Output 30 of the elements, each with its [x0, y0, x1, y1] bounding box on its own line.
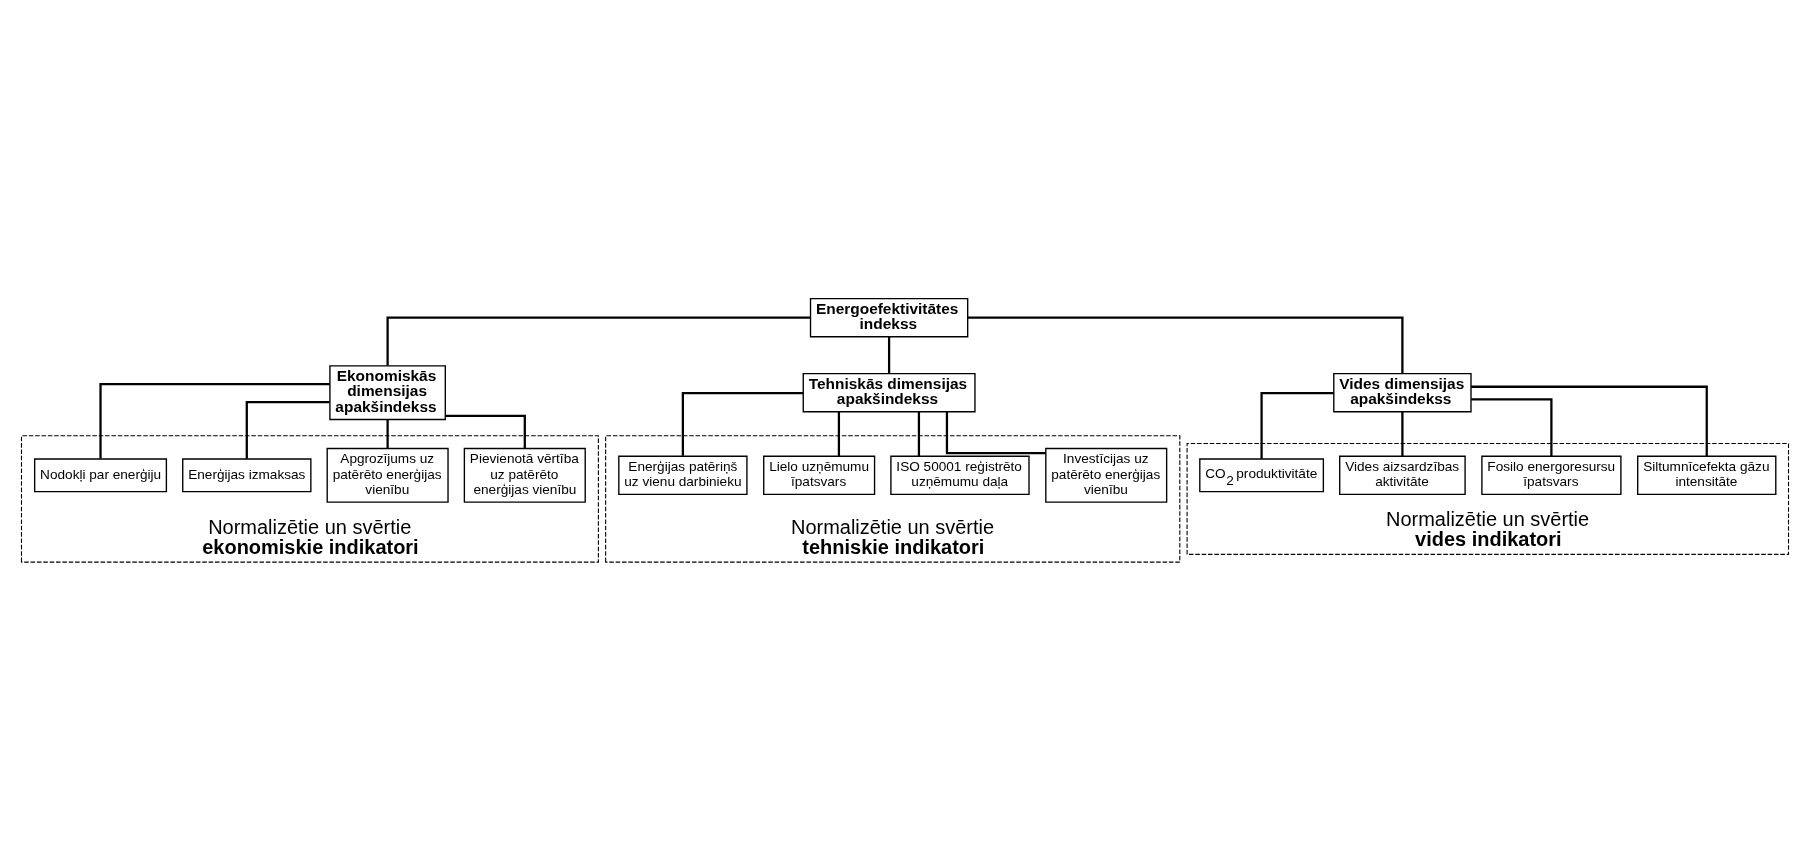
node-box: Vides dimensijas apakšindekss	[1333, 372, 1472, 412]
connector	[887, 336, 891, 373]
node-box: Apgrozījums uz patērēto enerģijas vienību	[326, 447, 449, 503]
node-box: Energoefektivitātes indekss	[809, 297, 969, 337]
node-box: Fosilo energoresursu īpatsvars	[1481, 455, 1622, 495]
connector	[99, 382, 330, 459]
connector	[1471, 397, 1553, 456]
node-box: Tehniskās dimensijas apakšindekss	[802, 372, 976, 412]
connector	[1260, 391, 1334, 459]
connector	[917, 411, 921, 456]
connector	[245, 400, 330, 459]
connector	[1401, 411, 1404, 456]
connector	[1471, 385, 1708, 456]
node-box: Ekonomiskās dimensijas apakšindekss	[329, 364, 446, 420]
node-box: Pievienotā vērtība uz patērēto enerģijas vienību	[463, 447, 586, 503]
connector	[386, 316, 811, 366]
node-box: Siltumnīcefekta gāzu intensitāte	[1637, 455, 1777, 495]
node-box: Lielo uzņēmumu īpatsvars	[763, 455, 876, 495]
node-box: Enerģijas patēriņš uz vienu darbinieku	[618, 455, 748, 495]
connector	[837, 411, 841, 456]
connector	[681, 391, 804, 456]
connector	[445, 414, 526, 448]
node-box: Vides aizsardzības aktivitāte	[1339, 455, 1466, 495]
node-box: ISO 50001 reģistrēto uzņēmumu daļa	[890, 455, 1030, 495]
node-box: Investīcijas uz patērēto enerģijas vienību	[1045, 447, 1168, 503]
connector	[945, 411, 1046, 454]
connector	[967, 316, 1404, 373]
connector	[386, 419, 389, 448]
node-box: Enerģijas izmaksas	[182, 457, 312, 492]
node-box: Nodokļi par enerģiju	[34, 457, 168, 492]
